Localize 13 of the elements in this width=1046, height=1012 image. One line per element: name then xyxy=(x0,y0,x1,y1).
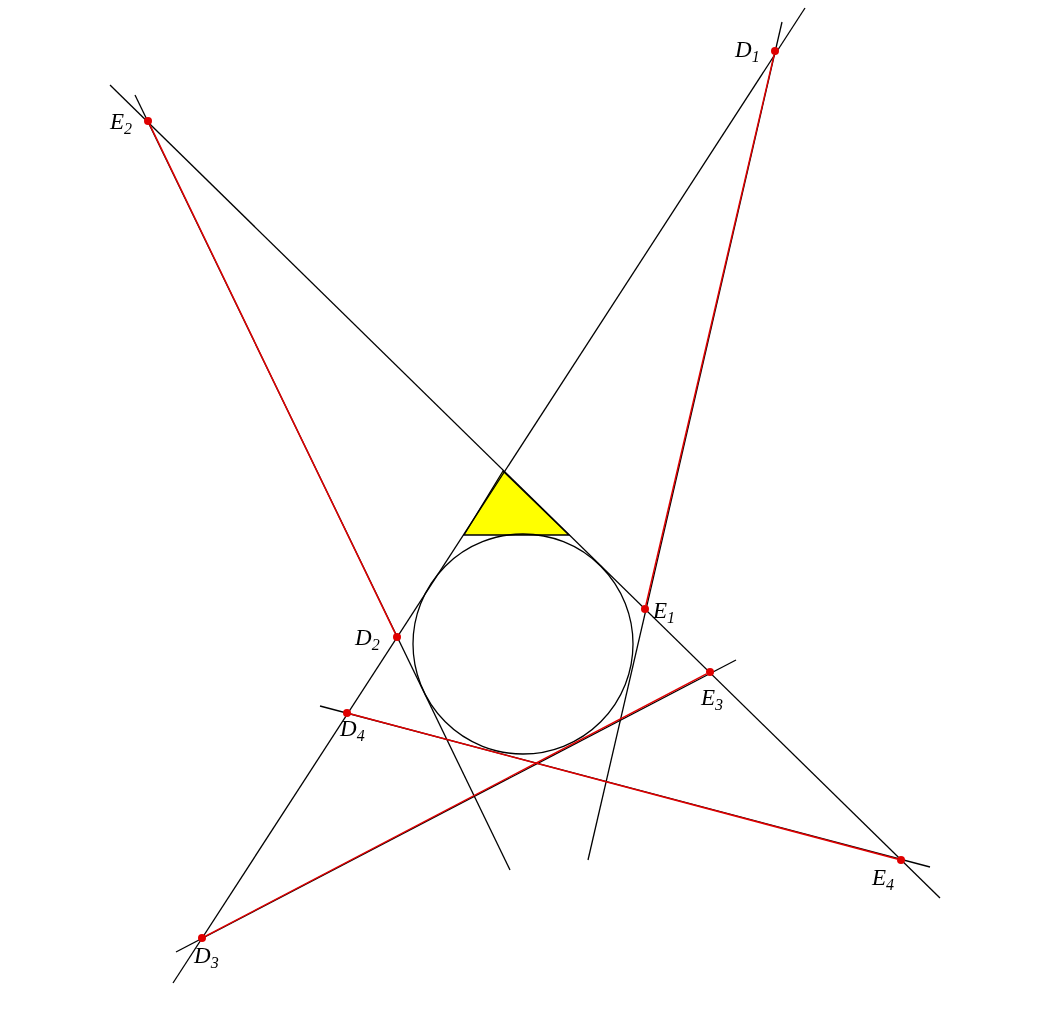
labelled-point xyxy=(872,856,906,893)
segment xyxy=(204,673,708,937)
point-label: D$_{3}$ xyxy=(194,943,219,969)
point-label: D$_{1}$ xyxy=(735,37,760,63)
segment xyxy=(350,713,898,860)
point-label: D$_{4}$ xyxy=(340,716,365,742)
segment xyxy=(645,54,775,606)
point-label: E$_{2}$ xyxy=(110,109,133,135)
segment xyxy=(149,123,396,635)
point-label: E$_{3}$ xyxy=(701,685,724,711)
point-label: D$_{2}$ xyxy=(355,625,380,651)
point-label: E$_{4}$ xyxy=(872,865,895,891)
point-label: E$_{1}$ xyxy=(653,598,676,624)
